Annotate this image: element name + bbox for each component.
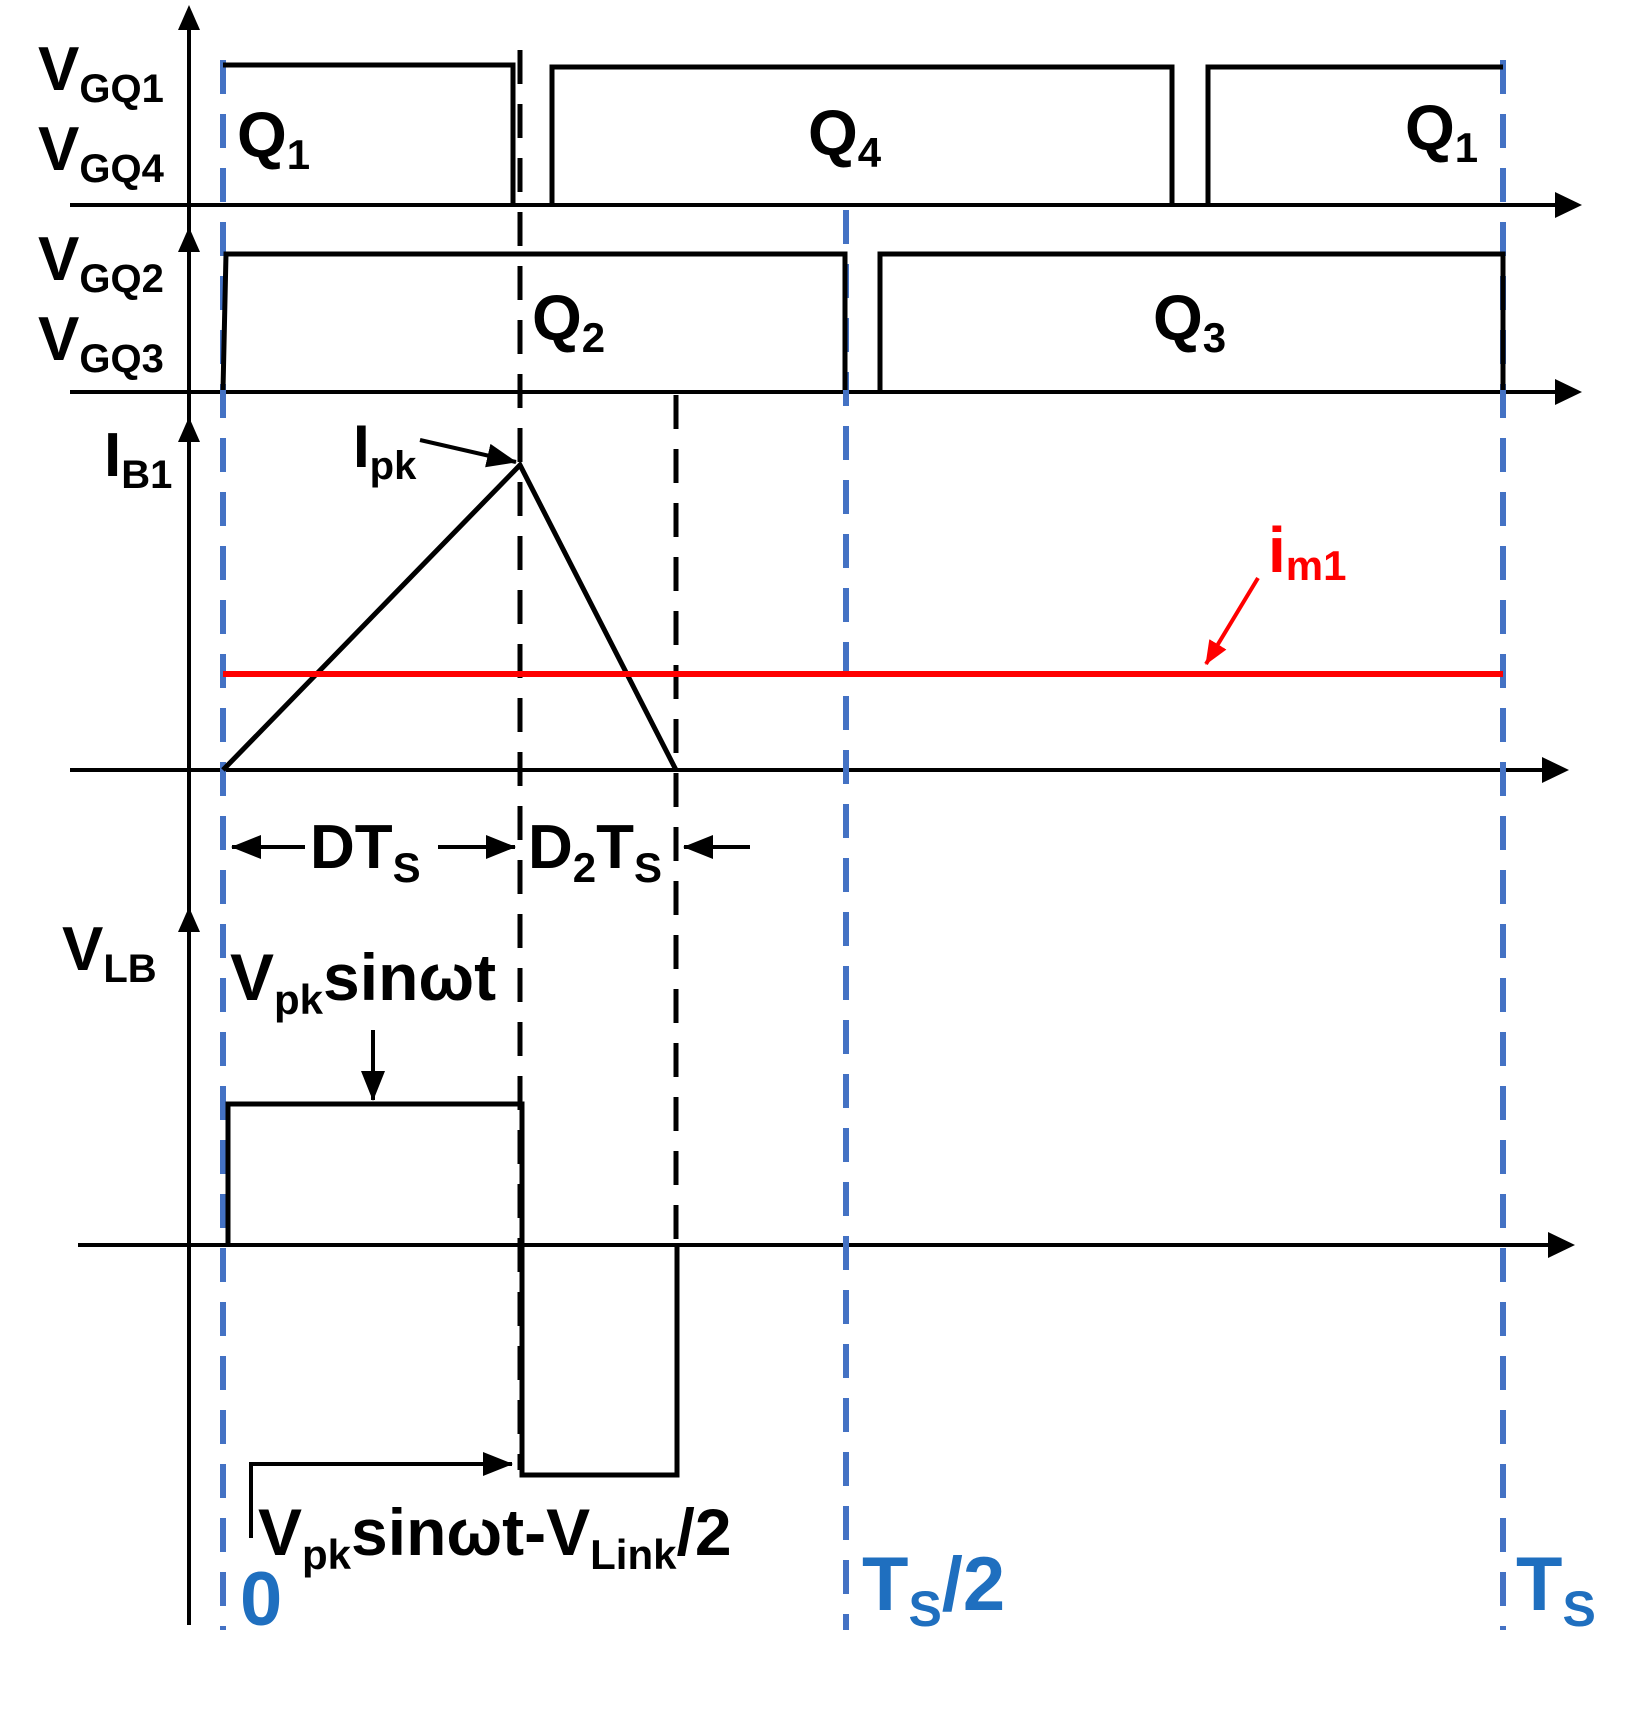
gate-label-q3: Q3 [1153,282,1226,361]
ipk-pointer-arrow [419,438,517,468]
vpk-link-pointer-arrow [249,1452,513,1538]
vertical-axis-arrow-4 [178,907,200,932]
annotation-vpk-sin: Vpksinωt [230,940,496,1023]
label-vgq1: VGQ1 [38,35,164,111]
voltage-vlb-waveform [225,1101,680,1478]
gate-label-q2: Q2 [532,282,605,361]
annotation-d2ts: D2TS [528,813,662,891]
gate-waveform-q2-q3 [220,251,1506,391]
vertical-axis-arrow-3 [178,417,200,442]
annotation-im1: im1 [1268,514,1346,589]
gate-label-q1-start: Q1 [237,99,310,178]
annotation-dts: DTS [310,813,421,891]
vertical-axis-arrow-top [178,5,200,30]
gate-waveform-q1-q4 [223,62,1503,203]
time-mark-zero: 0 [240,1557,282,1642]
gate-label-q1-end: Q1 [1405,92,1478,171]
time-mark-half-period: TS/2 [862,1542,1005,1637]
annotation-vpk-sin-link: Vpksinωt-VLink/2 [258,1495,732,1578]
label-vlb: VLB [62,915,157,991]
label-vgq3: VGQ3 [38,305,164,381]
label-vgq2: VGQ2 [38,225,164,301]
period-markers [220,60,1506,1630]
label-vgq4: VGQ4 [38,115,165,191]
im1-pointer-arrow [1204,576,1260,666]
current-ib1-waveform [221,460,679,772]
gate-label-q4: Q4 [808,97,882,176]
vertical-axis-arrow-2 [178,227,200,252]
label-ib1: IB1 [104,421,172,497]
switching-instant-markers [517,50,679,1470]
horizontal-axes [70,203,1560,1247]
time-mark-full-period: TS [1516,1542,1596,1637]
annotation-ipk: Ipk [353,413,417,488]
horizontal-axis-arrows [1542,192,1582,1258]
